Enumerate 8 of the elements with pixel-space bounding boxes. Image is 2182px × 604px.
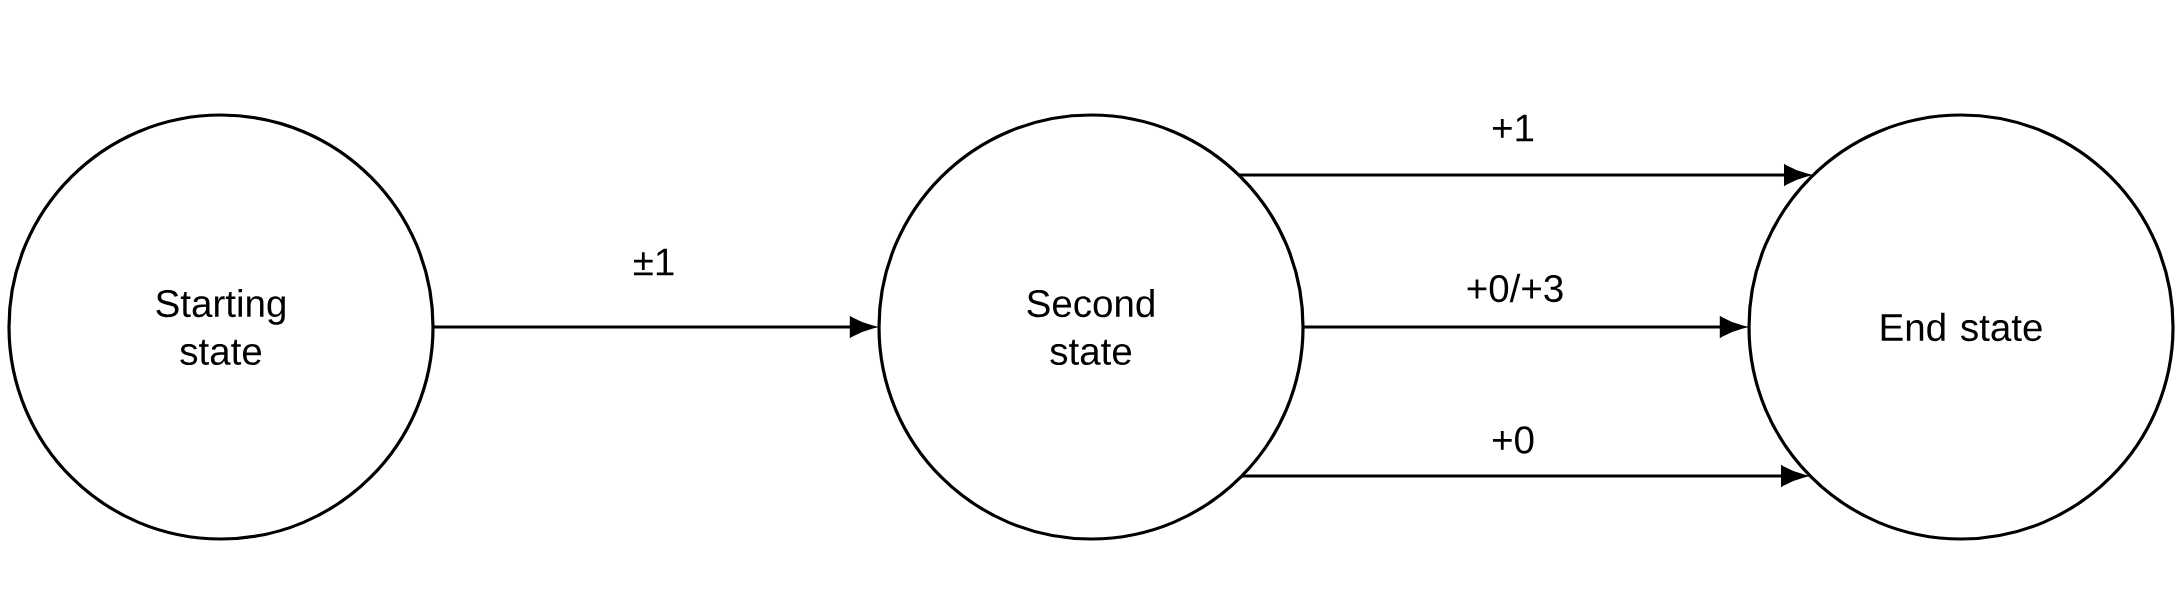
arrow bbox=[433, 316, 875, 338]
arrow bbox=[1238, 164, 1809, 186]
edge-label: ±1 bbox=[630, 246, 678, 278]
edge-label: +0/+3 bbox=[1463, 271, 1567, 305]
edge-label: +1 bbox=[1488, 112, 1538, 144]
arrow bbox=[1241, 465, 1806, 487]
edge-label: +0 bbox=[1488, 423, 1538, 457]
arrow bbox=[1303, 316, 1745, 338]
